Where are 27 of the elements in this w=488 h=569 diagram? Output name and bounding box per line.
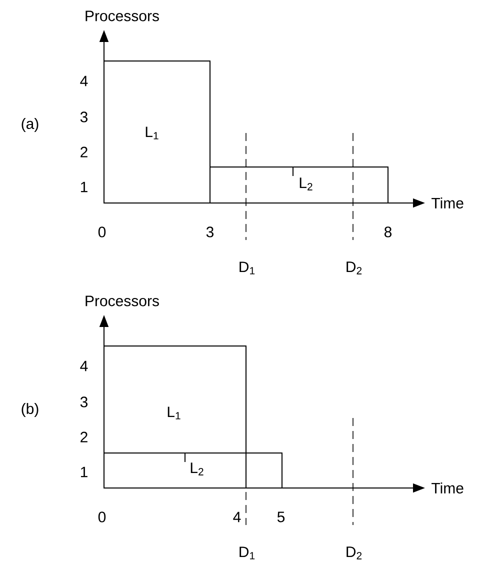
tick-label: 2 bbox=[80, 146, 88, 158]
load-box: L$_{1}$ bbox=[104, 60, 210, 204]
tick-label: 0 bbox=[98, 512, 106, 522]
panel-label: (a) bbox=[22, 118, 38, 132]
axis-title: Time bbox=[432, 197, 464, 208]
tick-label: 3 bbox=[206, 226, 214, 238]
tick-label: 4 bbox=[80, 360, 88, 372]
tick-label: 4 bbox=[233, 512, 241, 522]
tick-label: 0 bbox=[98, 226, 106, 238]
deadline-label: D$_{1}$ bbox=[240, 546, 255, 560]
tick-label: 5 bbox=[277, 512, 285, 522]
deadline-label: D$_{2}$ bbox=[346, 546, 362, 560]
load-box: L$_{2}$ bbox=[210, 166, 388, 204]
axis-title: Processors bbox=[86, 296, 159, 306]
tick-label: 1 bbox=[80, 466, 88, 478]
tick-label: 3 bbox=[80, 396, 88, 408]
axis-title: Processors bbox=[86, 10, 159, 22]
axis-title: Time bbox=[432, 482, 464, 494]
deadline-label: D$_{1}$ bbox=[240, 262, 255, 274]
tick-label: 2 bbox=[80, 432, 88, 442]
tick-label: 4 bbox=[80, 76, 88, 86]
deadline-label: D$_{2}$ bbox=[346, 262, 362, 274]
tick-label: 3 bbox=[80, 112, 88, 122]
tick-label: 1 bbox=[80, 182, 88, 192]
tick-label: 8 bbox=[384, 226, 392, 238]
load-box: L$_{2}$ bbox=[104, 452, 282, 488]
panel-label: (b) bbox=[22, 403, 38, 417]
